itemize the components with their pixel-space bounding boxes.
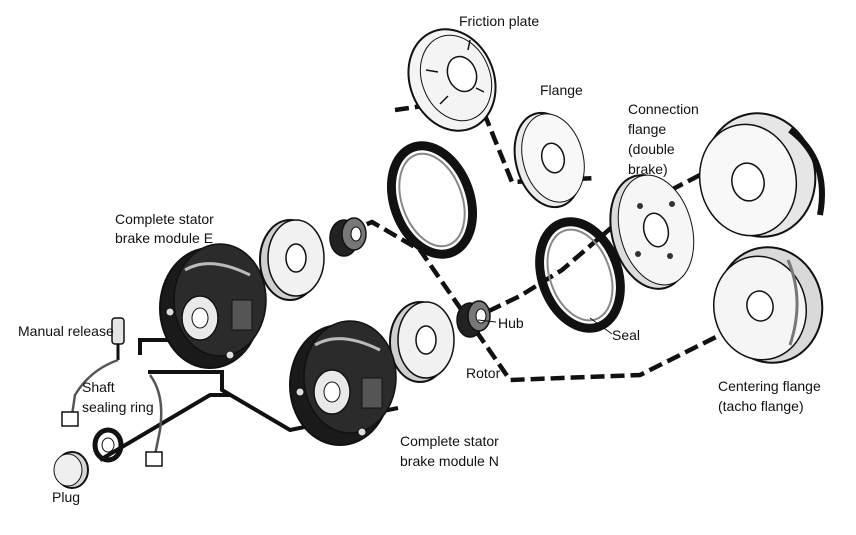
- label-hub: Hub: [498, 315, 524, 331]
- hub-upper: [329, 217, 367, 257]
- centering-flange: [712, 246, 824, 364]
- label-centering-flange-2: (tacho flange): [718, 398, 804, 414]
- connection-flange: [609, 174, 695, 290]
- shaft-sealing-ring: [92, 427, 124, 463]
- label-stator-e-1: Complete stator: [115, 211, 214, 227]
- leader-lines: [477, 317, 613, 335]
- label-shaft-sealing-2: sealing ring: [82, 399, 154, 415]
- flange: [513, 111, 585, 209]
- label-flange: Flange: [540, 82, 583, 98]
- seal-ring-lower: [535, 217, 625, 333]
- label-centering-flange-1: Centering flange: [718, 378, 821, 394]
- label-shaft-sealing-1: Shaft: [82, 379, 115, 395]
- label-seal: Seal: [612, 327, 640, 343]
- label-stator-n-1: Complete stator: [400, 433, 499, 449]
- rotor-lower: [389, 301, 455, 383]
- label-connection-flange-1: Connection: [628, 101, 699, 117]
- manual-release-lever: [61, 317, 163, 467]
- labels: Friction plate Flange Connection flange …: [18, 13, 821, 505]
- stator-module-e: [159, 243, 267, 369]
- label-friction-plate: Friction plate: [459, 13, 539, 29]
- tacho-housing: [698, 112, 825, 238]
- label-connection-flange-3: (double: [628, 141, 675, 157]
- label-plug: Plug: [52, 489, 80, 505]
- rotor-upper: [259, 219, 325, 301]
- label-rotor: Rotor: [466, 365, 501, 381]
- label-connection-flange-4: brake): [628, 161, 668, 177]
- seal-ring-upper: [386, 141, 478, 259]
- stator-module-n: [289, 320, 397, 446]
- label-stator-n-2: brake module N: [400, 453, 499, 469]
- label-stator-e-2: brake module E: [115, 230, 213, 246]
- label-manual-release: Manual release: [18, 323, 114, 339]
- cable-plug: [98, 393, 230, 462]
- label-connection-flange-2: flange: [628, 121, 666, 137]
- friction-plate: [407, 28, 497, 132]
- plug: [53, 451, 89, 489]
- hub-lower: [456, 300, 491, 338]
